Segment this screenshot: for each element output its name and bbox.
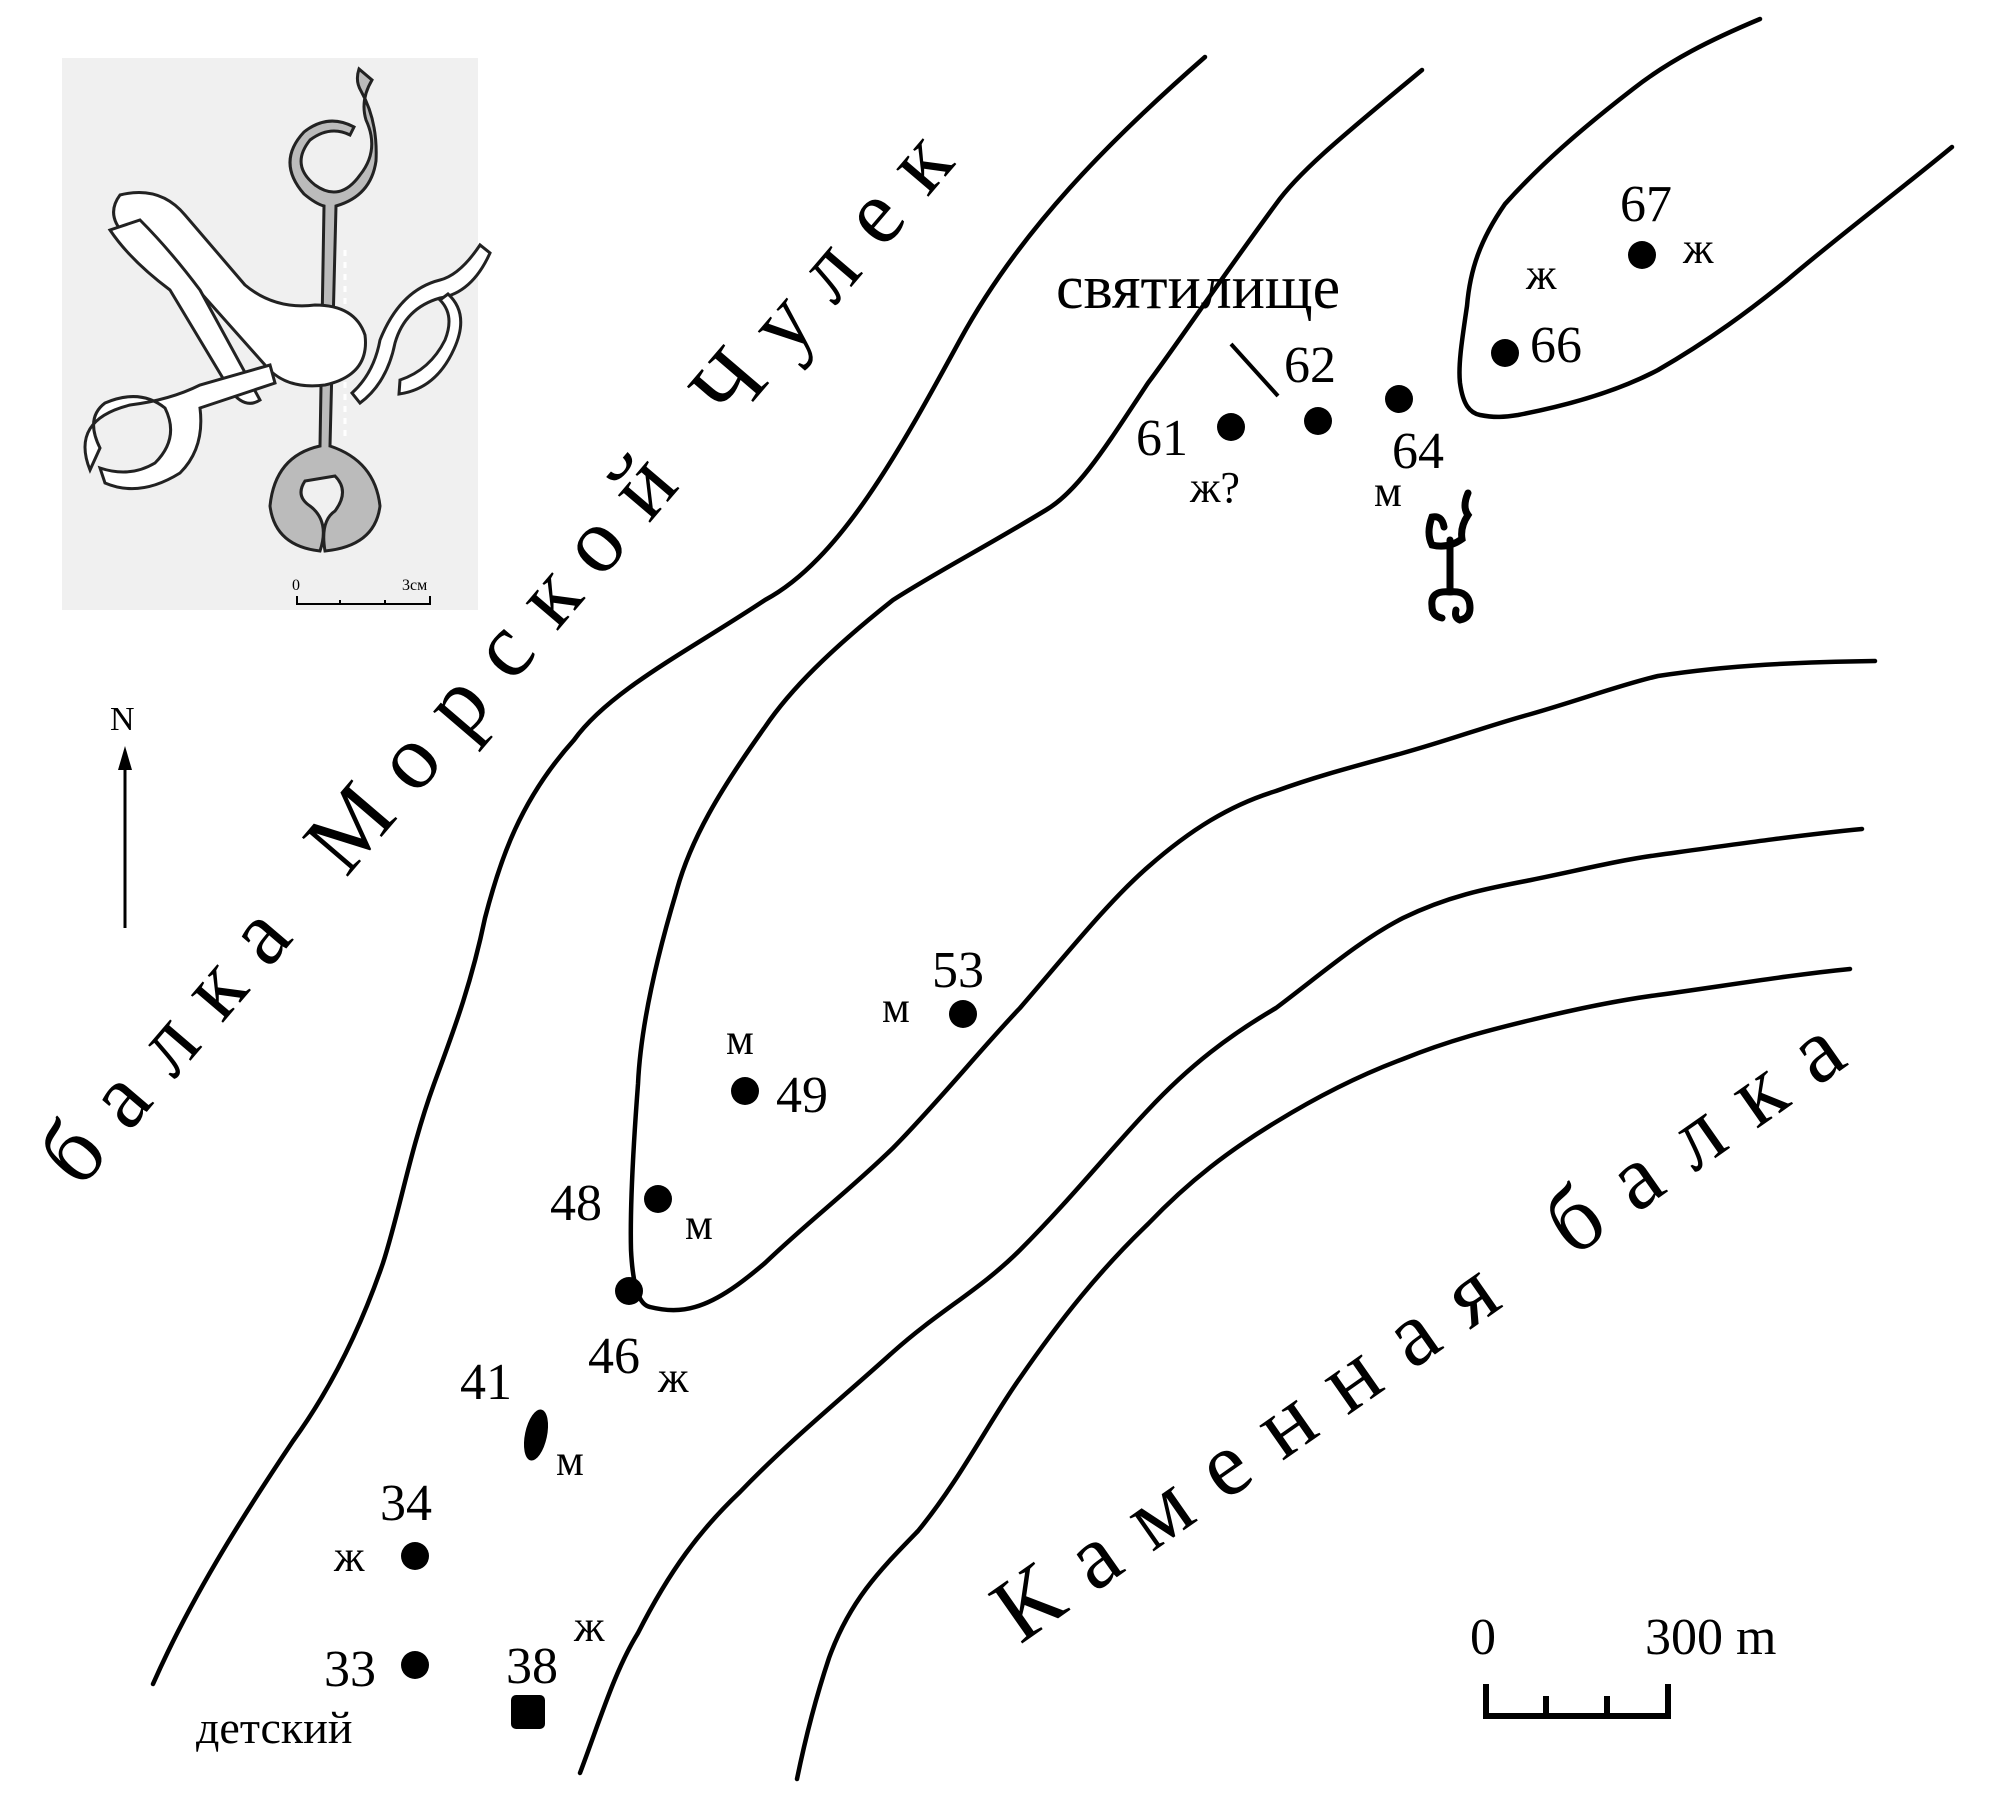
- inset-artifact-drawing: 0 3см: [62, 58, 492, 610]
- burial-number-67: 67: [1620, 176, 1672, 233]
- burial-marker-41[interactable]: [520, 1407, 552, 1462]
- burial-sex-33: детский: [196, 1702, 353, 1753]
- sanctuary-marker: [1229, 342, 1280, 398]
- burial-marker-34[interactable]: [401, 1542, 429, 1570]
- burial-sex-48: м: [685, 1200, 713, 1249]
- contour-line-south: [794, 966, 1853, 1782]
- burial-sex-61: ж?: [1189, 463, 1240, 512]
- burial-sex-46: ж: [657, 1353, 689, 1402]
- burial-sex-49: м: [726, 1015, 754, 1064]
- burial-sex-34: ж: [333, 1532, 365, 1581]
- burial-number-66: 66: [1530, 317, 1582, 374]
- burial-marker-61[interactable]: [1217, 413, 1245, 441]
- burial-number-34: 34: [380, 1475, 432, 1532]
- contour-lines: [150, 16, 1955, 1782]
- scale-end: 300 m: [1645, 1609, 1776, 1666]
- burial-sex-66: ж: [1525, 250, 1557, 299]
- bridle-bit-icon: [1425, 489, 1474, 624]
- north-arrow: N: [110, 701, 135, 928]
- burial-number-62: 62: [1284, 337, 1336, 394]
- burial-marker-66[interactable]: [1491, 339, 1519, 367]
- burial-marker-67[interactable]: [1628, 241, 1656, 269]
- burial-sex-53: м: [882, 983, 910, 1032]
- burial-number-38: 38: [506, 1638, 558, 1695]
- burial-number-46: 46: [588, 1328, 640, 1385]
- burial-number-61: 61: [1136, 410, 1188, 467]
- burial-number-33: 33: [324, 1641, 376, 1698]
- burial-sex-64: м: [1374, 467, 1402, 516]
- burial-number-64: 64: [1392, 423, 1444, 480]
- contour-line-west: [150, 54, 1208, 1687]
- burial-marker-33[interactable]: [401, 1651, 429, 1679]
- burial-marker-46[interactable]: [615, 1277, 643, 1305]
- burial-number-49: 49: [776, 1067, 828, 1124]
- contour-line-inner: [577, 826, 1865, 1776]
- arrow-head-icon: [118, 746, 132, 770]
- burial-marker-62[interactable]: [1304, 407, 1332, 435]
- burial-number-53: 53: [932, 942, 984, 999]
- sanctuary-label: святилище: [1056, 254, 1340, 322]
- inset-scale-start: 0: [292, 577, 300, 594]
- inset-scale-end: 3см: [402, 577, 427, 594]
- burial-marker-53[interactable]: [949, 1000, 977, 1028]
- burial-number-41: 41: [460, 1354, 512, 1411]
- burial-marker-49[interactable]: [731, 1077, 759, 1105]
- burial-markers: 61 ж? 62 64 м 66 ж 67 ж 53 м 49 м 48 м 4…: [196, 176, 1714, 1753]
- burial-marker-48[interactable]: [644, 1185, 672, 1213]
- burial-marker-64[interactable]: [1385, 385, 1413, 413]
- burial-number-48: 48: [550, 1175, 602, 1232]
- burial-marker-38[interactable]: [511, 1695, 545, 1729]
- scale-start: 0: [1470, 1609, 1496, 1666]
- burial-sex-38: ж: [573, 1602, 605, 1651]
- burial-sex-67: ж: [1682, 224, 1714, 273]
- burial-sex-41: м: [556, 1436, 584, 1485]
- north-label: N: [110, 701, 135, 738]
- contour-line-northeast-spur: [1457, 16, 1955, 420]
- scale-bar: 0 300 m: [1470, 1609, 1776, 1719]
- inset-scale-bar: 0 3см: [292, 577, 431, 605]
- contour-line-spur: [628, 67, 1878, 1313]
